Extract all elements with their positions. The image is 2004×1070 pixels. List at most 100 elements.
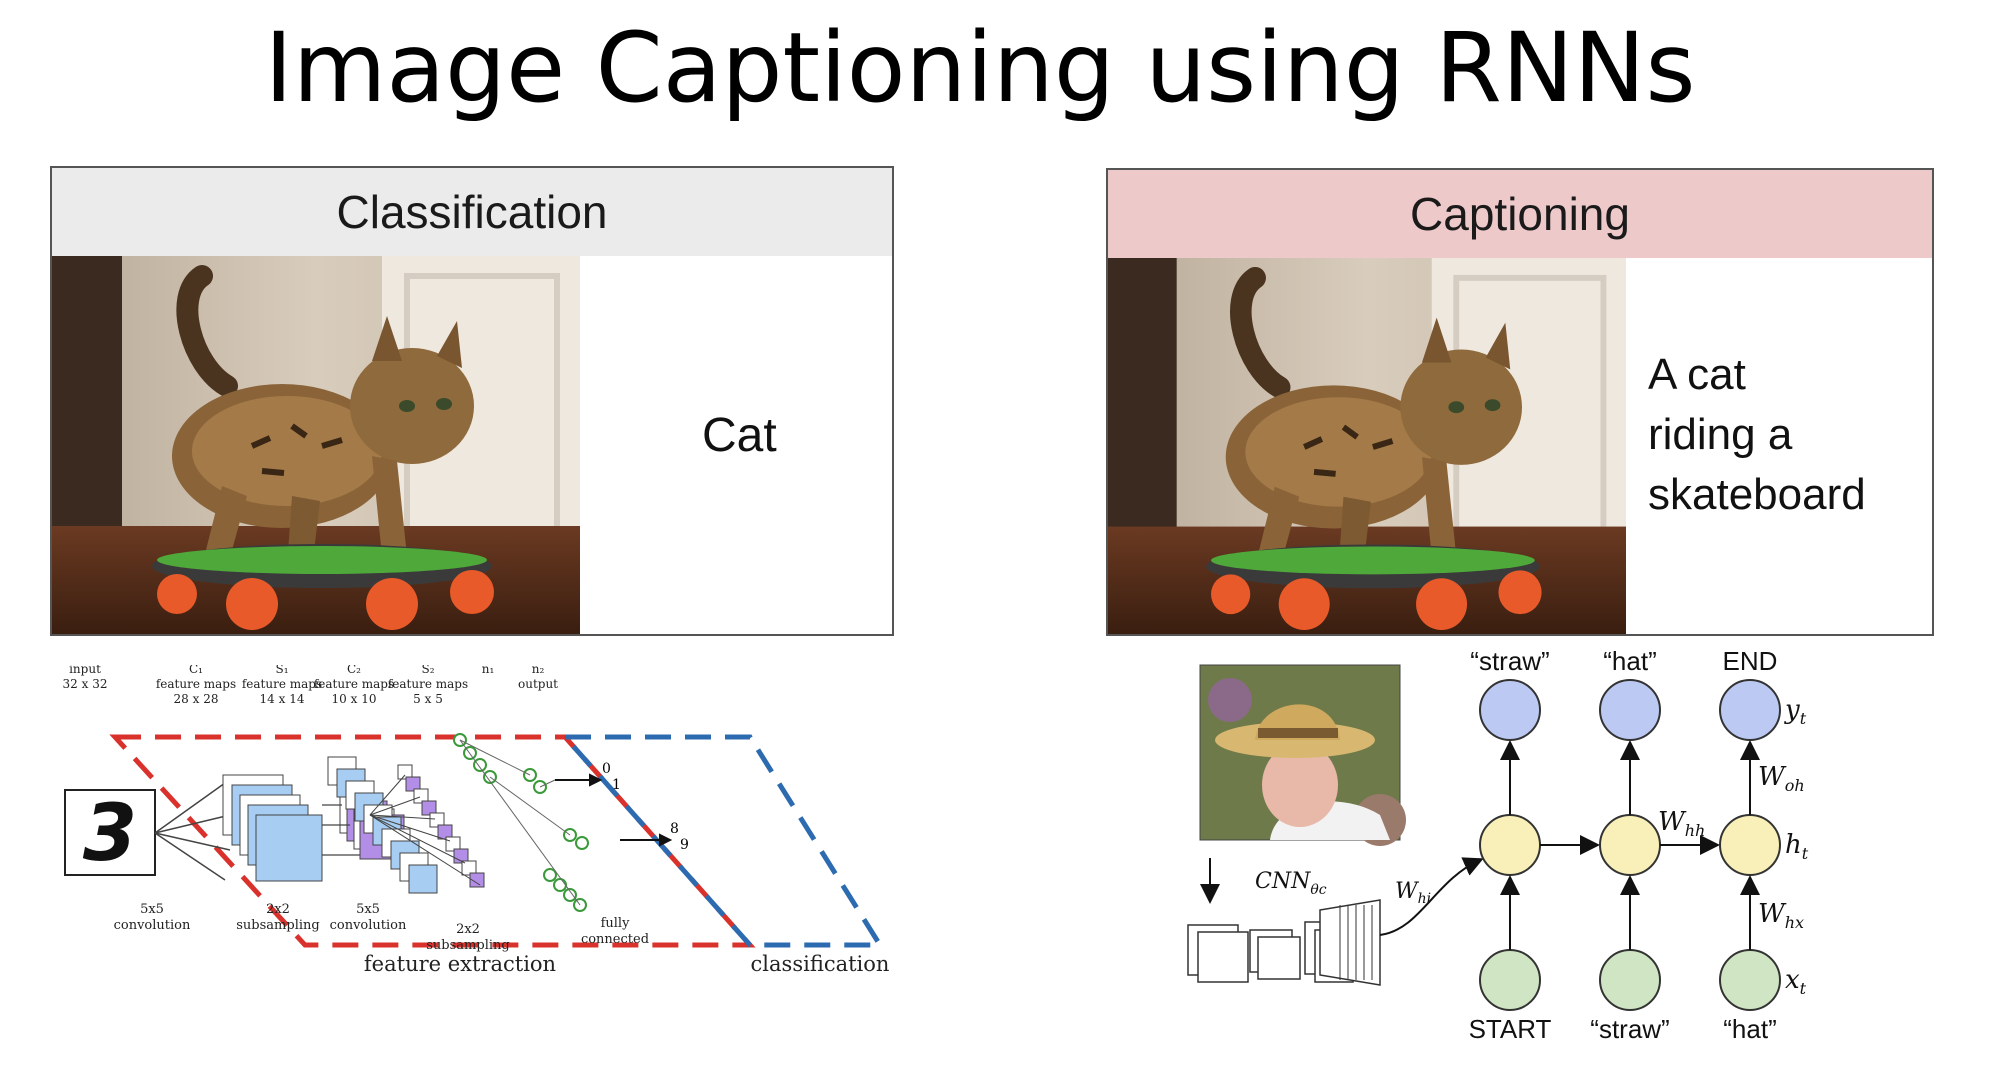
c2-feature-maps — [327, 756, 438, 894]
captioning-header: Captioning — [1108, 170, 1932, 258]
lenet-op-label-1-0: 2x2 — [266, 902, 290, 917]
input-node — [1719, 949, 1781, 1011]
rnn-cells: “straw”START“hat”“straw”END“hat”ythtxtWo… — [1469, 646, 1809, 1040]
input-node — [1479, 949, 1541, 1011]
lenet-top-label-1-0: C₁ — [189, 665, 203, 676]
lenet-op-label-0-1: convolution — [114, 918, 191, 933]
hidden-node — [1719, 814, 1781, 876]
woh-label: Woh — [1758, 762, 1805, 795]
ht-label: ht — [1785, 830, 1809, 863]
input-word-0: START — [1469, 1014, 1552, 1040]
hidden-node — [1599, 814, 1661, 876]
classification-header: Classification — [52, 168, 892, 256]
lenet-operation-labels: 5x5convolution2x2subsampling5x5convoluti… — [114, 902, 649, 953]
output-digit-8: 8 — [670, 821, 679, 837]
neuron — [543, 868, 557, 882]
captioning-panel: Captioning A cat riding a skateboard — [1106, 168, 1934, 636]
captioning-header-label: Captioning — [1410, 188, 1630, 240]
lenet-top-label-3-2: 10 x 10 — [332, 692, 377, 706]
output-node — [1479, 679, 1541, 741]
lenet-op-label-4-1: connected — [581, 932, 649, 947]
rnn-caption-diagram: CNNθc Whi “straw”START“hat”“straw”END“ha… — [1187, 646, 1809, 1040]
cnn-label: CNNθc — [1255, 869, 1327, 898]
s2-feature-maps — [369, 764, 485, 888]
output-node — [1719, 679, 1781, 741]
neuron — [563, 888, 577, 902]
lenet-top-label-6-0: n₂ — [532, 665, 545, 676]
s2-map — [405, 776, 421, 792]
output-digit-9: 9 — [680, 837, 689, 853]
neuron — [553, 878, 567, 892]
output-digit-0: 0 — [602, 761, 611, 777]
c1-feature-maps — [222, 774, 323, 882]
whi-connection — [1379, 857, 1484, 936]
whh-label: Whh — [1658, 807, 1705, 840]
lenet-top-label-3-1: feature maps — [314, 677, 394, 691]
s2-map — [469, 872, 485, 888]
whi-label: Whi — [1395, 879, 1431, 907]
lenet-op-label-3-1: subsampling — [426, 938, 509, 953]
hidden-node — [1479, 814, 1541, 876]
output-digit-1: 1 — [612, 777, 621, 793]
cat-skateboard-photo — [52, 256, 580, 634]
lenet-top-label-4-0: S₂ — [421, 665, 434, 676]
cnn-encoder — [1187, 899, 1381, 986]
cnn-layer — [1257, 936, 1301, 980]
lenet-op-label-2-0: 5x5 — [356, 902, 380, 917]
lenet-top-label-2-2: 14 x 14 — [260, 692, 305, 706]
man-with-hat-photo — [1199, 664, 1406, 846]
lenet-op-label-3-0: 2x2 — [456, 922, 480, 937]
classification-region — [559, 734, 885, 948]
whx-label: Whx — [1758, 899, 1804, 932]
lenet-op-label-1-1: subsampling — [236, 918, 319, 933]
neuron — [473, 758, 487, 772]
lenet-top-label-0-0: input — [69, 665, 101, 676]
input-node — [1599, 949, 1661, 1011]
input-word-2: “hat” — [1723, 1014, 1776, 1040]
input-digit: 3 — [83, 789, 137, 879]
classification-label: classification — [751, 952, 890, 976]
slide-title: Image Captioning using RNNs — [264, 12, 1696, 124]
lenet-top-label-0-1: 32 x 32 — [63, 677, 108, 691]
classification-output-label: Cat — [702, 409, 777, 462]
output-word-2: END — [1723, 646, 1778, 676]
skateboard — [152, 544, 494, 630]
lenet-top-label-6-1: output — [518, 677, 558, 691]
c2-map — [408, 864, 438, 894]
s2-map — [413, 788, 429, 804]
feature-extraction-label: feature extraction — [364, 952, 556, 976]
classification-header-label: Classification — [336, 186, 608, 238]
lenet-op-label-2-1: convolution — [330, 918, 407, 933]
output-word-1: “hat” — [1603, 646, 1656, 676]
s2-map — [397, 764, 413, 780]
lenet-top-label-5-0: n₁ — [482, 665, 495, 676]
lenet-top-label-1-1: feature maps — [156, 677, 236, 691]
output-node — [1599, 679, 1661, 741]
caption-line-3: skateboard — [1648, 470, 1866, 519]
cnn-head — [1319, 899, 1381, 986]
caption-line-1: A cat — [1648, 350, 1746, 399]
lenet-top-label-4-2: 5 x 5 — [413, 692, 443, 706]
lenet-top-label-2-0: S₁ — [275, 665, 288, 676]
caption-line-2: riding a — [1648, 410, 1793, 459]
classification-panel: Classification — [50, 166, 894, 636]
lenet-top-label-2-1: feature maps — [242, 677, 322, 691]
s2-map — [461, 860, 477, 876]
cnn-layer — [1197, 931, 1249, 983]
lenet-top-label-3-0: C₂ — [347, 665, 361, 676]
fc-neurons — [453, 733, 589, 912]
lenet-top-label-1-2: 28 x 28 — [174, 692, 219, 706]
lenet-op-label-0-0: 5x5 — [140, 902, 164, 917]
xt-label: xt — [1785, 965, 1807, 998]
lenet-op-label-4-0: fully — [601, 916, 630, 931]
lenet-top-label-4-1: feature maps — [388, 677, 468, 691]
caption-output: A cat riding a skateboard — [1648, 345, 1866, 525]
cat-skateboard-photo-2 — [1108, 258, 1626, 634]
neuron — [575, 836, 589, 850]
input-word-1: “straw” — [1590, 1014, 1669, 1040]
input-digit-box — [64, 789, 156, 876]
s2-map — [421, 800, 437, 816]
s2-map — [429, 812, 445, 828]
